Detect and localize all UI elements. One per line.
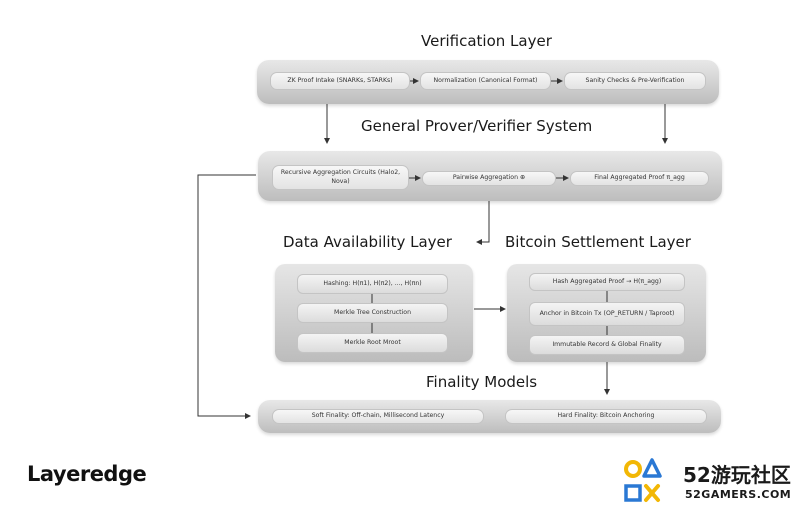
verification-layer-title: Verification Layer [421,32,552,50]
watermark-url: 52GAMERS.COM [685,488,792,501]
da-step-merkle-tree: Merkle Tree Construction [297,303,448,323]
arrow-prover-to-soft-finality [197,174,256,419]
verification-step-normalization: Normalization (Canonical Format) [420,72,551,90]
btc-step-hash-proof: Hash Aggregated Proof → H(π_agg) [529,273,685,291]
prover-step-pairwise-aggregation: Pairwise Aggregation ⊕ [422,171,556,186]
finality-soft: Soft Finality: Off-chain, Millisecond La… [272,409,484,424]
finality-hard: Hard Finality: Bitcoin Anchoring [505,409,707,424]
arrow-prover-to-data-availability [476,201,490,245]
btc-step-anchor-tx: Anchor in Bitcoin Tx (OP_RETURN / Taproo… [529,302,685,326]
verification-step-sanity-checks: Sanity Checks & Pre-Verification [564,72,706,90]
bitcoin-settlement-title: Bitcoin Settlement Layer [505,233,691,251]
finality-models-title: Finality Models [426,373,538,391]
layeredge-logo: Layeredge [27,462,147,486]
prover-step-recursive-aggregation: Recursive Aggregation Circuits (Halo2, N… [272,165,409,190]
watermark-icon [624,458,662,502]
watermark-text: 52游玩社区 [683,463,791,487]
prover-system-title: General Prover/Verifier System [361,117,593,135]
verification-step-proof-intake: ZK Proof Intake (SNARKs, STARKs) [270,72,410,90]
btc-step-immutable-record: Immutable Record & Global Finality [529,335,685,355]
da-step-hashing: Hashing: H(π1), H(π2), ..., H(πn) [297,274,448,294]
prover-step-final-proof: Final Aggregated Proof π_agg [570,171,709,186]
data-availability-title: Data Availability Layer [283,233,452,251]
da-step-merkle-root: Merkle Root Mroot [297,333,448,353]
